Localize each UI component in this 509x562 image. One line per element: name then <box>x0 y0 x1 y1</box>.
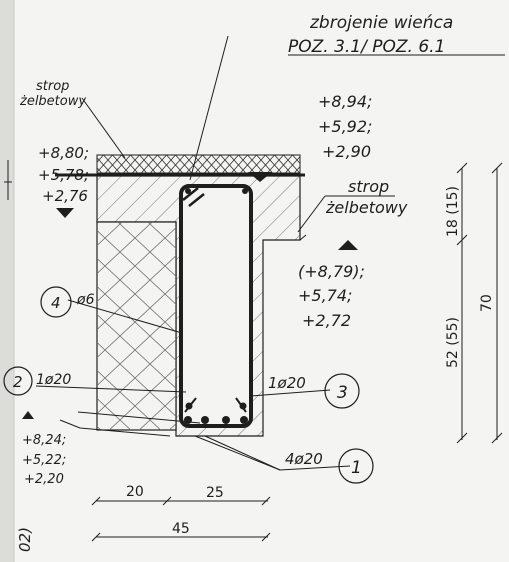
rebar-dots <box>184 188 248 424</box>
pos-4-number: 4 <box>51 294 61 312</box>
pos-1-spec: 4ø20 <box>285 450 323 468</box>
pos-2-spec: 1ø20 <box>36 372 71 388</box>
position-circles <box>3 286 374 484</box>
vertical-dimensions <box>456 162 503 444</box>
level-left-3: +2,76 <box>42 187 88 205</box>
level-left-2: +5,78; <box>38 166 89 184</box>
level-mid-right-2: +5,74; <box>298 286 352 305</box>
level-bottom-left-1: +8,24; <box>22 433 66 448</box>
level-mid-right-3: +2,72 <box>302 311 351 330</box>
slab-label-left-1: strop <box>36 79 69 94</box>
pos-3-number: 3 <box>337 383 348 403</box>
dim-width-right: 25 <box>206 485 224 501</box>
level-mid-right-1: (+8,79); <box>298 262 365 281</box>
level-top-right-3: +2,90 <box>322 142 371 161</box>
level-top-right-1: +8,94; <box>318 92 372 111</box>
pos-1-number: 1 <box>351 458 362 478</box>
level-bottom-left-2: +5,22; <box>22 453 66 468</box>
slab-label-right-1: strop <box>348 177 389 196</box>
page-edge-shadow <box>0 0 14 562</box>
membrane-layer <box>97 155 300 173</box>
dim-height-total: 70 <box>479 294 495 312</box>
pos-2-number: 2 <box>13 373 23 391</box>
insulation-layer <box>97 222 176 430</box>
leader-lines <box>35 35 505 471</box>
title-line-2: POZ. 3.1/ POZ. 6.1 <box>288 37 445 57</box>
horizontal-dimensions <box>91 496 271 542</box>
pos-3-spec: 1ø20 <box>268 374 306 392</box>
dim-height-bottom: 52 (55) <box>445 317 461 368</box>
stirrup-hook <box>182 187 205 207</box>
dim-height-top: 18 (15) <box>445 186 461 237</box>
edge-text: 02) <box>16 527 34 552</box>
level-top-right-2: +5,92; <box>318 117 372 136</box>
slab-label-left-2: żelbetowy <box>19 94 86 109</box>
dim-width-total: 45 <box>172 521 190 537</box>
level-bottom-left-3: +2,20 <box>24 472 64 487</box>
level-left-1: +8,80; <box>38 144 89 162</box>
slab-label-right-2: żelbetowy <box>325 198 408 217</box>
stirrup-bar <box>179 184 253 428</box>
title-line-1: zbrojenie wieńca <box>309 13 453 33</box>
pos-4-spec: ø6 <box>76 292 95 308</box>
level-markers <box>22 172 358 419</box>
dim-width-left: 20 <box>126 484 144 500</box>
